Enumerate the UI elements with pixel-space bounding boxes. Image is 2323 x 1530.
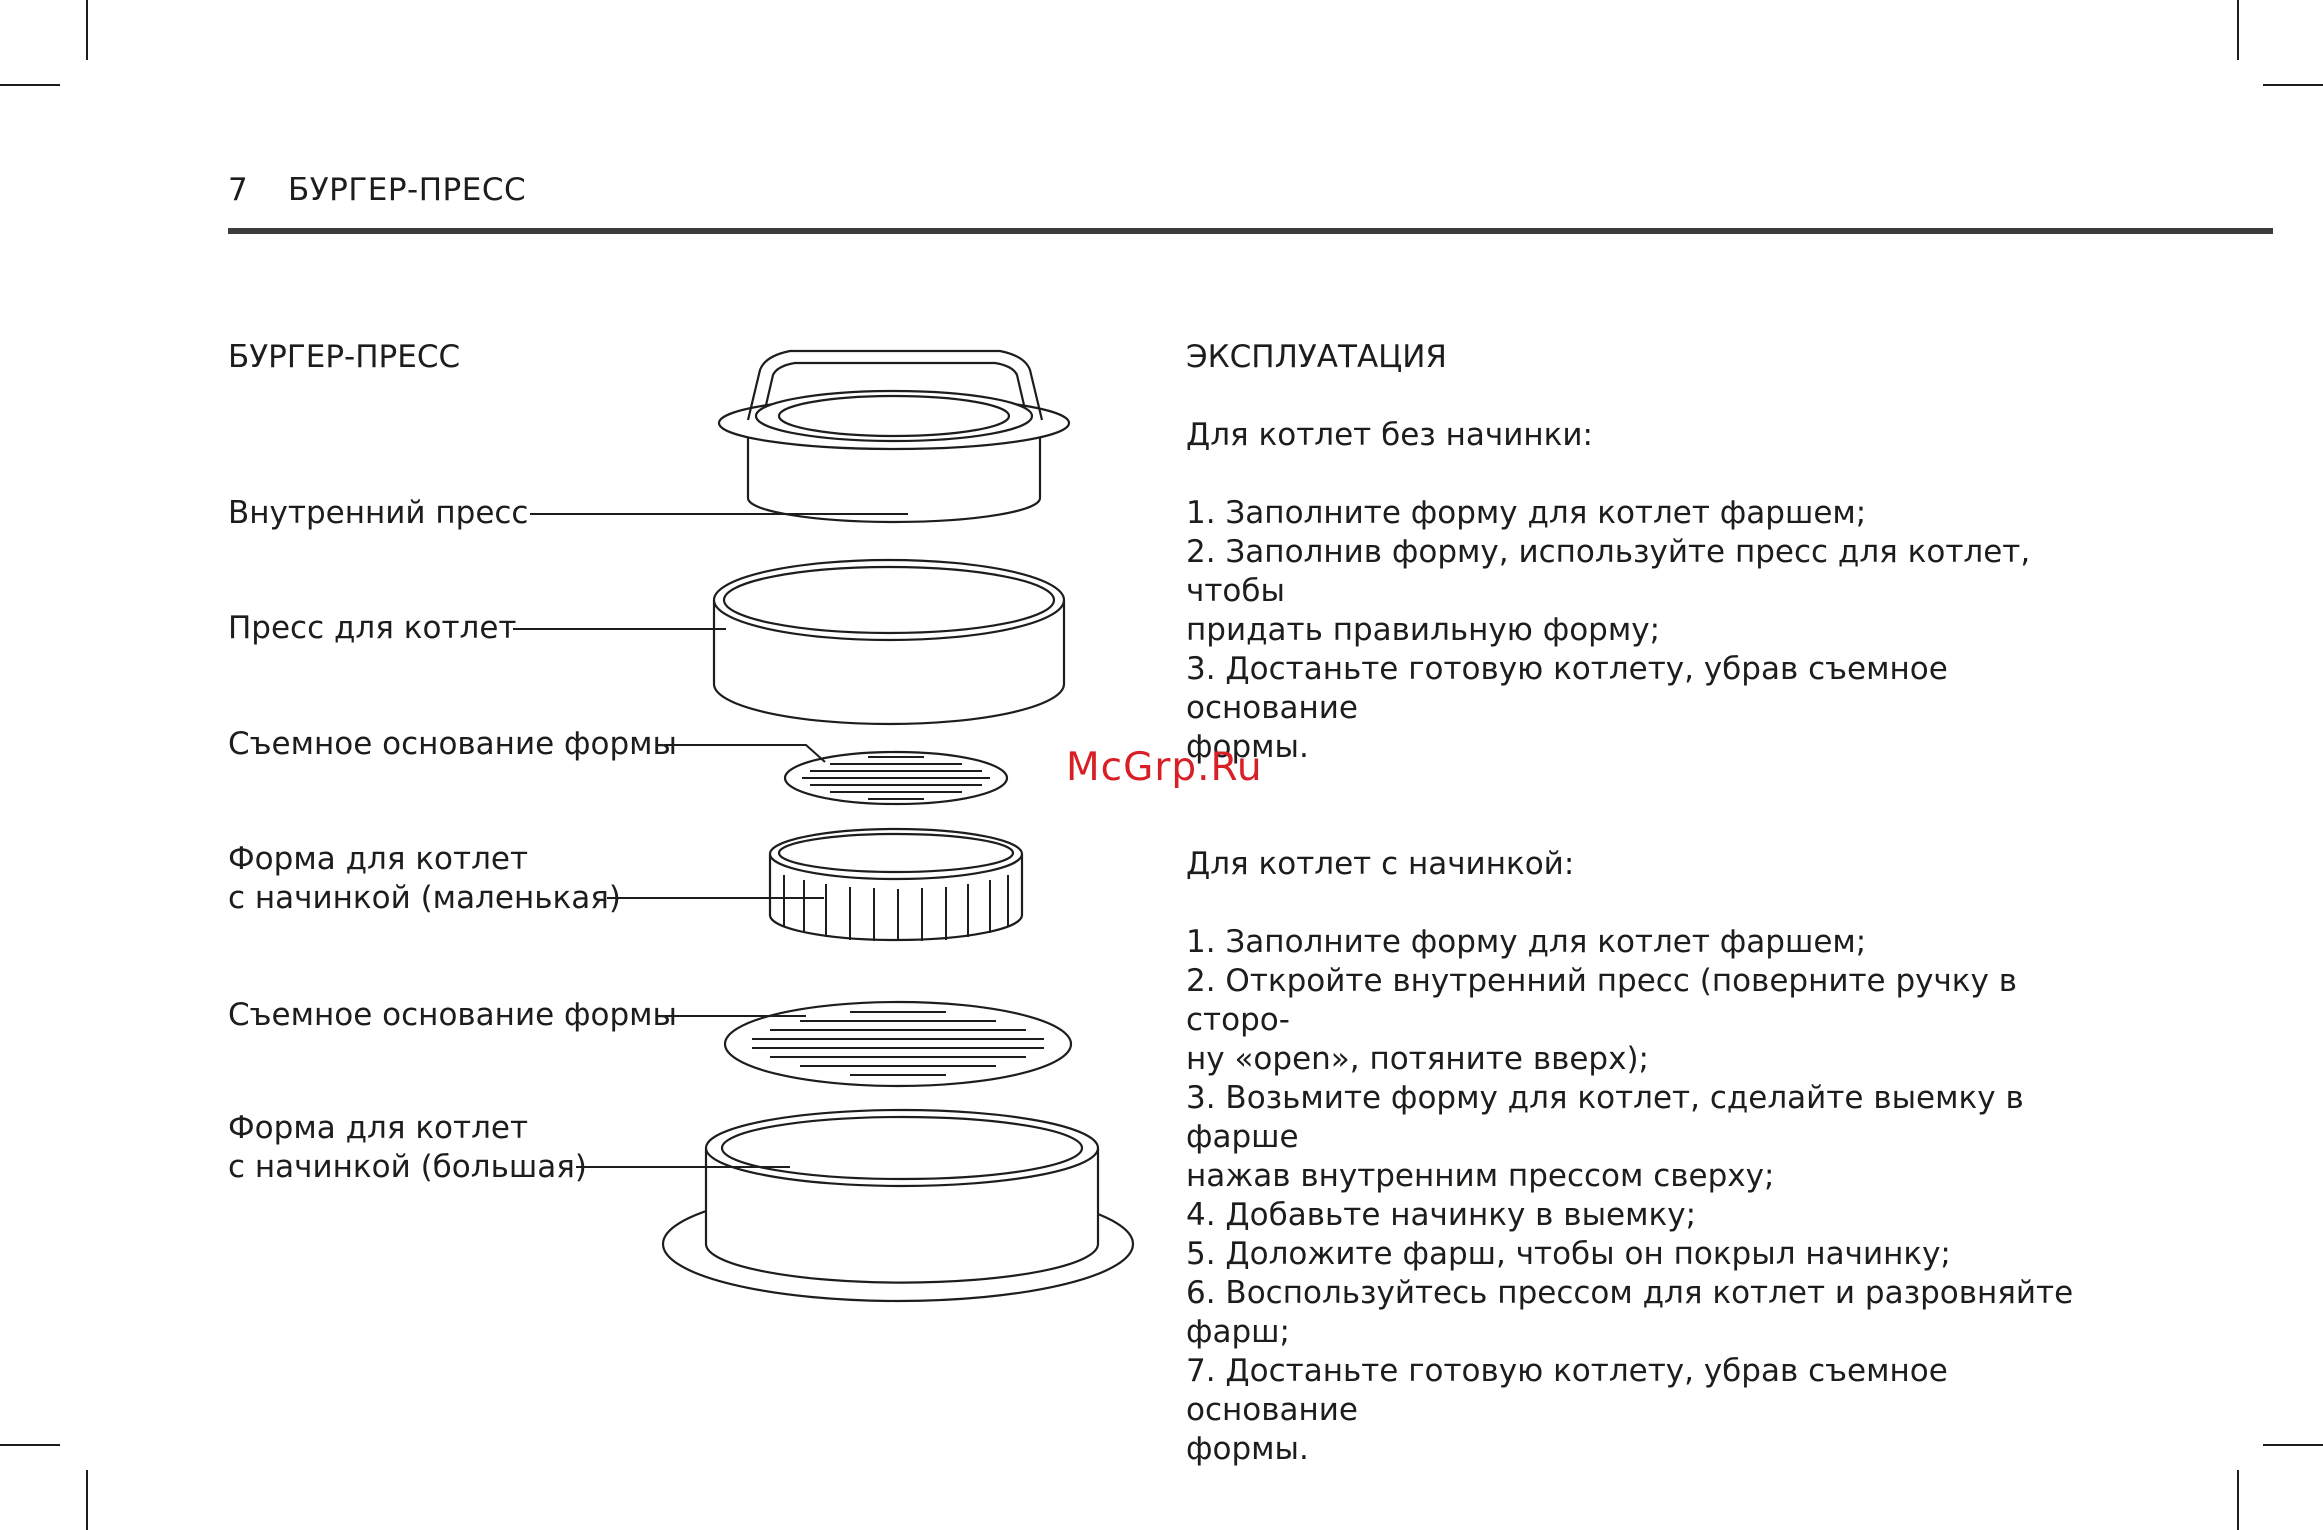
patty-press-part bbox=[712, 558, 1066, 726]
large-base-part bbox=[723, 1000, 1073, 1088]
with-filling-step: 4. Добавьте начинку в выемку; bbox=[1186, 1197, 1697, 1233]
watermark[interactable]: McGrp.Ru bbox=[1066, 745, 1263, 790]
small-base-part bbox=[783, 750, 1009, 806]
with-filling-step: нажав внутренним прессом сверху; bbox=[1186, 1158, 1775, 1194]
label-small-mould: Форма для котлет с начинкой (маленькая) bbox=[228, 841, 621, 916]
with-filling-step: 1. Заполните форму для котлет фаршем; bbox=[1186, 924, 1867, 960]
with-filling-heading: Для котлет с начинкой: bbox=[1186, 846, 1575, 882]
leader-line bbox=[664, 744, 826, 763]
with-filling-step: 2. Откройте внутренний пресс (поверните … bbox=[1186, 963, 2018, 1038]
crop-mark bbox=[0, 1444, 60, 1446]
no-filling-heading: Для котлет без начинки: bbox=[1186, 417, 1593, 453]
label-patty-press: Пресс для котлет bbox=[228, 610, 517, 646]
no-filling-step: 1. Заполните форму для котлет фаршем; bbox=[1186, 495, 1867, 531]
crop-mark bbox=[2237, 0, 2239, 60]
with-filling-step: формы. bbox=[1186, 1431, 1309, 1467]
label-large-mould: Форма для котлет с начинкой (большая) bbox=[228, 1110, 587, 1185]
header-title: БУРГЕР-ПРЕСС bbox=[288, 172, 527, 208]
label-small-base: Съемное основание формы bbox=[228, 726, 678, 762]
crop-mark bbox=[86, 0, 88, 60]
no-filling-step: 3. Достаньте готовую котлету, убрав съем… bbox=[1186, 651, 1948, 726]
crop-mark bbox=[2263, 1444, 2323, 1446]
small-mould-part bbox=[768, 827, 1024, 942]
left-section-title: БУРГЕР-ПРЕСС bbox=[228, 339, 461, 375]
no-filling-step: 2. Заполнив форму, используйте пресс для… bbox=[1186, 534, 2031, 609]
page-header: 7 БУРГЕР-ПРЕСС bbox=[228, 172, 526, 208]
with-filling-step: 5. Доложите фарш, чтобы он покрыл начинк… bbox=[1186, 1236, 1951, 1272]
right-section-title: ЭКСПЛУАТАЦИЯ bbox=[1186, 339, 1447, 375]
page-number: 7 bbox=[228, 172, 249, 208]
with-filling-step: 7. Достаньте готовую котлету, убрав съем… bbox=[1186, 1353, 1948, 1428]
label-large-base: Съемное основание формы bbox=[228, 997, 678, 1033]
with-filling-step: 6. Воспользуйтесь прессом для котлет и р… bbox=[1186, 1275, 2074, 1311]
crop-mark bbox=[2237, 1470, 2239, 1530]
crop-mark bbox=[86, 1470, 88, 1530]
operation-instructions: ЭКСПЛУАТАЦИЯ Для котлет без начинки: 1. … bbox=[1186, 338, 2106, 1469]
large-mould-part bbox=[661, 1108, 1135, 1303]
with-filling-step: фарш; bbox=[1186, 1314, 1290, 1350]
label-inner-press: Внутренний пресс bbox=[228, 495, 529, 531]
no-filling-step: формы. bbox=[1186, 729, 1309, 765]
no-filling-step: придать правильную форму; bbox=[1186, 612, 1661, 648]
inner-press-part bbox=[717, 349, 1071, 524]
with-filling-step: ну «open», потяните вверх); bbox=[1186, 1041, 1649, 1077]
crop-mark bbox=[2263, 84, 2323, 86]
crop-mark bbox=[0, 84, 60, 86]
with-filling-step: 3. Возьмите форму для котлет, сделайте в… bbox=[1186, 1080, 2024, 1155]
header-rule bbox=[228, 228, 2273, 234]
